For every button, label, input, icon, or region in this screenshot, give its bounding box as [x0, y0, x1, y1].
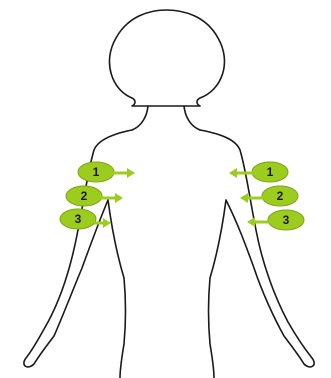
arrow-right-icon — [103, 218, 111, 228]
left-markers: 1 2 3 — [60, 162, 135, 229]
marker-label: 2 — [277, 189, 284, 203]
arrow-left-icon — [240, 193, 248, 203]
left-marker-2: 2 — [66, 186, 123, 206]
right-marker-1: 1 — [229, 162, 288, 182]
marker-label: 2 — [81, 189, 88, 203]
marker-label: 1 — [93, 165, 100, 179]
marker-label: 1 — [267, 165, 274, 179]
left-marker-1: 1 — [78, 162, 135, 182]
right-markers: 1 2 3 — [229, 162, 304, 230]
arrow-left-icon — [247, 217, 255, 227]
arrow-right-icon — [115, 193, 123, 203]
marker-label: 3 — [283, 213, 290, 227]
arrow-left-icon — [229, 168, 237, 178]
arrow-right-icon — [127, 168, 135, 178]
marker-label: 3 — [75, 212, 82, 226]
left-arm-outline — [24, 130, 132, 378]
neck-outline — [132, 106, 200, 130]
head-outline — [109, 10, 224, 106]
